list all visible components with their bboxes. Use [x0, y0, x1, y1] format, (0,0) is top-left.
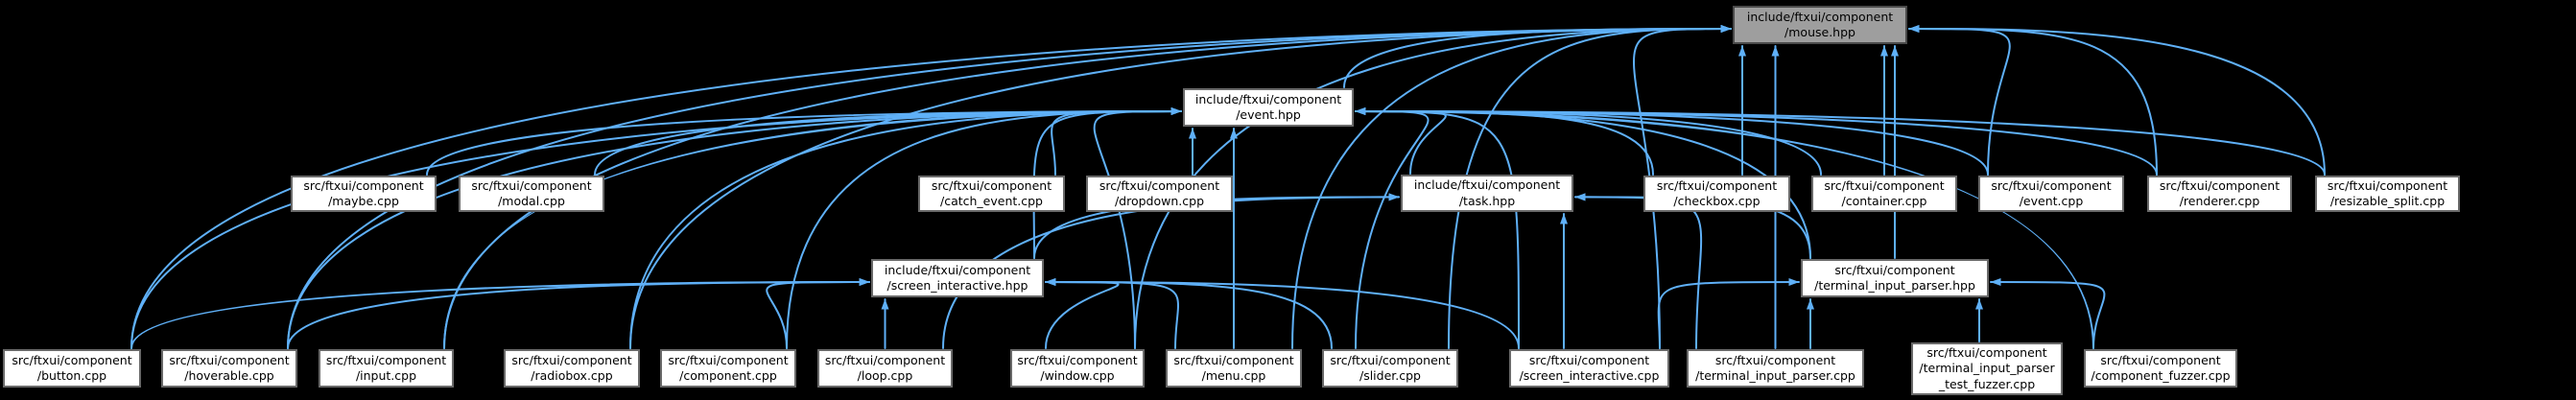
edge-screen-interactive-cpp-to-mouse-hpp: [1633, 25, 1732, 349]
edge-catch-event-cpp-to-event-hpp: [1051, 107, 1182, 176]
graph-node-resizable-split-cpp[interactable]: src/ftxui/component /resizable_split.cpp: [2315, 176, 2460, 212]
graph-node-slider-cpp[interactable]: src/ftxui/component /slider.cpp: [1322, 349, 1458, 388]
edge-button-cpp-to-event-hpp: [130, 107, 1182, 349]
graph-node-screen-interactive-hpp[interactable]: include/ftxui/component /screen_interact…: [871, 259, 1044, 297]
graph-node-window-cpp[interactable]: src/ftxui/component /window.cpp: [1010, 349, 1145, 388]
edge-slider-cpp-to-screen-interactive-hpp: [1045, 278, 1333, 349]
edge-terminal-input-parser-cpp-to-task-hpp: [1574, 193, 1703, 349]
edge-event-cpp-to-mouse-hpp: [1908, 25, 2011, 176]
graph-node-input-cpp[interactable]: src/ftxui/component /input.cpp: [319, 349, 454, 388]
edge-window-cpp-to-event-hpp: [1093, 107, 1182, 349]
edge-component-fuzzer-cpp-to-event-hpp: [1355, 107, 2094, 349]
graph-node-task-hpp[interactable]: include/ftxui/component /task.hpp: [1401, 175, 1573, 212]
edge-component-cpp-to-event-hpp: [786, 107, 1182, 349]
edge-radiobox-cpp-to-mouse-hpp: [629, 25, 1732, 349]
edge-screen-interactive-cpp-to-screen-interactive-hpp: [1045, 278, 1520, 349]
edge-screen-interactive-cpp-to-event-hpp: [1355, 107, 1520, 349]
graph-node-terminal-input-parser-cpp[interactable]: src/ftxui/component /terminal_input_pars…: [1687, 349, 1864, 388]
graph-node-modal-cpp[interactable]: src/ftxui/component /modal.cpp: [459, 176, 604, 212]
graph-node-renderer-cpp[interactable]: src/ftxui/component /renderer.cpp: [2147, 176, 2292, 212]
graph-node-dropdown-cpp[interactable]: src/ftxui/component /dropdown.cpp: [1086, 176, 1233, 212]
edge-component-cpp-to-screen-interactive-hpp: [766, 278, 870, 349]
graph-node-radiobox-cpp[interactable]: src/ftxui/component /radiobox.cpp: [504, 349, 640, 388]
graph-node-component-fuzzer-cpp[interactable]: src/ftxui/component /component_fuzzer.cp…: [2084, 349, 2237, 388]
graph-node-event-hpp[interactable]: include/ftxui/component /event.hpp: [1183, 88, 1354, 127]
graph-node-hoverable-cpp[interactable]: src/ftxui/component /hoverable.cpp: [161, 349, 297, 388]
edge-menu-cpp-to-screen-interactive-hpp: [1045, 278, 1179, 349]
edge-renderer-cpp-to-mouse-hpp: [1908, 25, 2158, 176]
edge-component-fuzzer-cpp-to-terminal-input-parser-hpp: [1990, 278, 2106, 349]
graph-node-loop-cpp[interactable]: src/ftxui/component /loop.cpp: [817, 349, 953, 388]
graph-node-component-cpp[interactable]: src/ftxui/component /component.cpp: [660, 349, 796, 388]
edge-screen-interactive-cpp-to-terminal-input-parser-hpp: [1657, 278, 1800, 349]
graph-node-mouse-hpp: include/ftxui/component /mouse.hpp: [1733, 6, 1907, 44]
graph-node-maybe-cpp[interactable]: src/ftxui/component /maybe.cpp: [291, 176, 437, 212]
graph-node-terminal-input-parser-test-fuzzer-cpp[interactable]: src/ftxui/component /terminal_input_pars…: [1911, 342, 2063, 395]
graph-node-terminal-input-parser-hpp[interactable]: src/ftxui/component /terminal_input_pars…: [1801, 259, 1989, 297]
graph-node-event-cpp[interactable]: src/ftxui/component /event.cpp: [1978, 176, 2124, 212]
edge-hoverable-cpp-to-event-hpp: [287, 107, 1182, 349]
edge-window-cpp-to-screen-interactive-hpp: [1045, 278, 1120, 349]
edge-resizable-split-cpp-to-mouse-hpp: [1908, 25, 2326, 176]
graph-node-checkbox-cpp[interactable]: src/ftxui/component /checkbox.cpp: [1643, 176, 1790, 212]
edge-resizable-split-cpp-to-event-hpp: [1355, 107, 2326, 176]
graph-node-screen-interactive-cpp[interactable]: src/ftxui/component /screen_interactive.…: [1509, 349, 1669, 388]
edge-hoverable-cpp-to-screen-interactive-hpp: [287, 278, 870, 349]
graph-node-button-cpp[interactable]: src/ftxui/component /button.cpp: [3, 349, 141, 388]
graph-node-container-cpp[interactable]: src/ftxui/component /container.cpp: [1811, 176, 1957, 212]
edge-window-cpp-to-mouse-hpp: [1134, 25, 1732, 349]
graph-node-catch-event-cpp[interactable]: src/ftxui/component /catch_event.cpp: [918, 176, 1065, 212]
graph-node-menu-cpp[interactable]: src/ftxui/component /menu.cpp: [1166, 349, 1302, 388]
